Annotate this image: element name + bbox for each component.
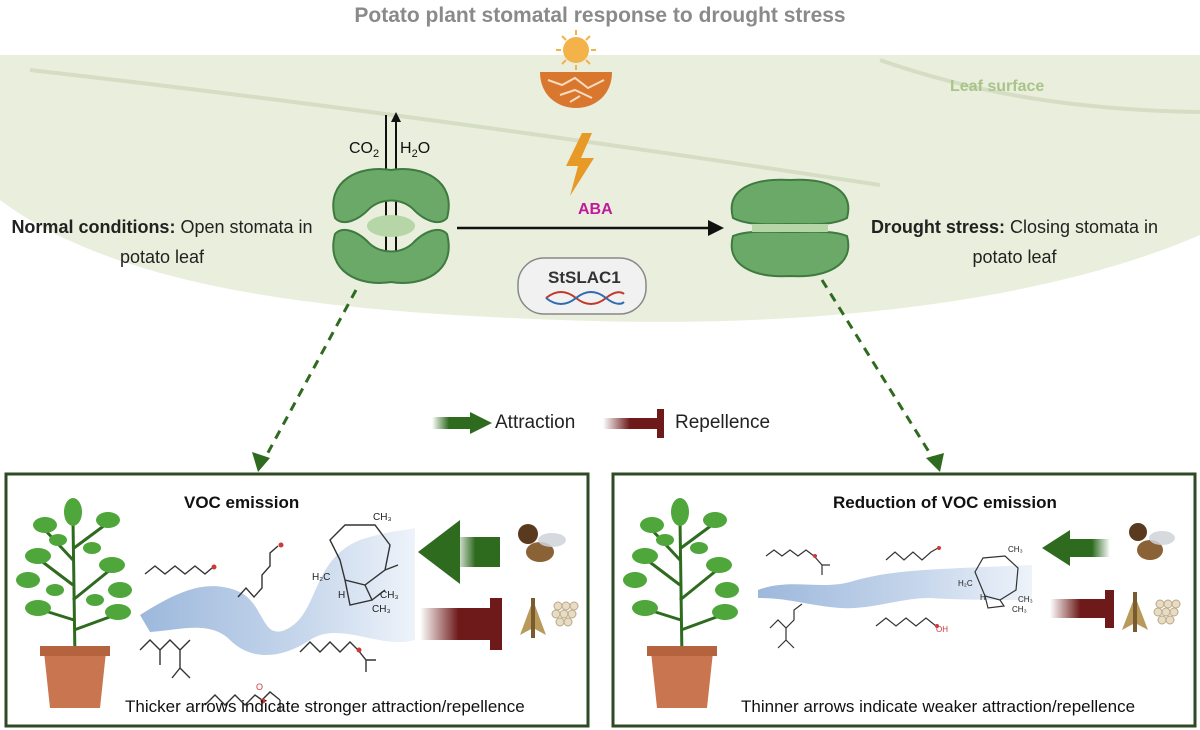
voc-molecule: [139, 524, 399, 712]
mol-label-h2c: H₂C: [312, 572, 330, 583]
mol-label-ch3: CH₃: [372, 604, 391, 615]
co2-label: CO2: [349, 140, 380, 161]
repellence-arrow-right-shaft: [1050, 599, 1105, 618]
legend-attraction-arrowhead: [470, 412, 492, 434]
mol-label-h: H: [338, 590, 345, 601]
closed-stomata: [730, 178, 850, 278]
repellence-arrow-right-bar: [1105, 590, 1114, 628]
aba-label: ABA: [578, 201, 613, 218]
mol-label-o: O: [256, 682, 263, 692]
mol-label-oh: OH: [936, 625, 948, 634]
egg-cluster-icon: [1153, 599, 1181, 625]
dashed-arrowhead-right: [926, 453, 944, 472]
legend-attraction-shaft: [432, 417, 470, 429]
legend-repellence-bar: [657, 409, 664, 438]
legend-repellence-label: Repellence: [675, 412, 771, 433]
open-stomata: [332, 168, 450, 284]
mol-label-ch3: CH₃: [1018, 595, 1033, 604]
normal-conditions-text: Normal conditions: Open stomata in potat…: [11, 217, 313, 267]
drought-stress-text: Drought stress: Closing stomata in potat…: [870, 217, 1159, 267]
leaf-surface: [0, 55, 1200, 322]
moth-icon: [520, 598, 546, 638]
sun-icon: [556, 30, 596, 70]
moth-icon: [1122, 592, 1148, 632]
legend-repellence-shaft: [603, 418, 657, 429]
panel-right-caption: Thinner arrows indicate weaker attractio…: [741, 697, 1136, 716]
egg-cluster-icon: [551, 601, 579, 627]
h2o-label: H2O: [400, 140, 431, 161]
h2o-arrowhead: [391, 112, 401, 122]
repellence-arrow-left-bar: [490, 598, 502, 650]
gene-label: StSLAC1: [548, 268, 621, 287]
panel-right-title: Reduction of VOC emission: [833, 493, 1057, 512]
voc-molecule: [765, 547, 1019, 649]
lightning-icon: [566, 133, 594, 196]
potato-plant-icon: [16, 498, 132, 708]
dashed-arrowhead-left: [252, 452, 270, 472]
fly-icon: [518, 524, 566, 562]
dashed-arrow-right: [820, 279, 936, 461]
mol-label-ch3: CH₃: [1012, 605, 1027, 614]
voc-plume-left: [140, 528, 415, 655]
process-arrowhead: [708, 220, 724, 236]
mol-label-h: H: [980, 593, 986, 602]
leaf-vein: [29, 68, 881, 187]
panel-left-caption: Thicker arrows indicate stronger attract…: [125, 697, 525, 716]
mol-label-ch3: CH₃: [373, 512, 392, 523]
legend-attraction-label: Attraction: [495, 412, 576, 433]
attraction-arrow-right-head: [1042, 530, 1070, 566]
mol-label-ch3: CH₃: [1008, 545, 1023, 554]
soil-cracks: [547, 76, 605, 103]
attraction-arrow-left-shaft: [455, 537, 500, 567]
panel-left-title: VOC emission: [184, 493, 300, 512]
dna-icon: [545, 291, 625, 305]
fly-icon: [1129, 523, 1175, 560]
mol-label-h2c: H₂C: [958, 579, 973, 588]
leaf-vein: [879, 58, 1200, 114]
dashed-arrow-left: [262, 289, 358, 461]
repellence-arrow-left-shaft: [420, 608, 490, 640]
mol-label-ch3: CH₃: [380, 590, 399, 601]
diagram-title: Potato plant stomatal response to drough…: [354, 4, 846, 27]
attraction-arrow-left-head: [418, 520, 460, 584]
attraction-arrow-right-shaft: [1070, 539, 1110, 557]
voc-plume-right: [758, 565, 1032, 609]
voc-oxygen: [211, 542, 362, 704]
voc-oxygen: [813, 546, 941, 628]
potato-plant-icon: [623, 498, 739, 708]
leaf-surface-label: Leaf surface: [950, 78, 1045, 95]
